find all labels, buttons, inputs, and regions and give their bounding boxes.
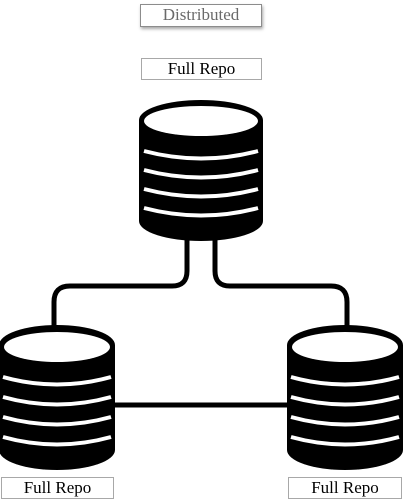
node-label-top: Full Repo [141,58,262,80]
diagram-title: Distributed [140,4,262,27]
database-icon [139,100,263,241]
edge-top-right [212,236,350,328]
edge-top-left [51,236,190,328]
node-label-left: Full Repo [1,477,114,499]
node-label-right: Full Repo [288,477,402,499]
database-icon [287,325,403,470]
connectors [51,236,350,408]
database-icon [0,325,115,470]
